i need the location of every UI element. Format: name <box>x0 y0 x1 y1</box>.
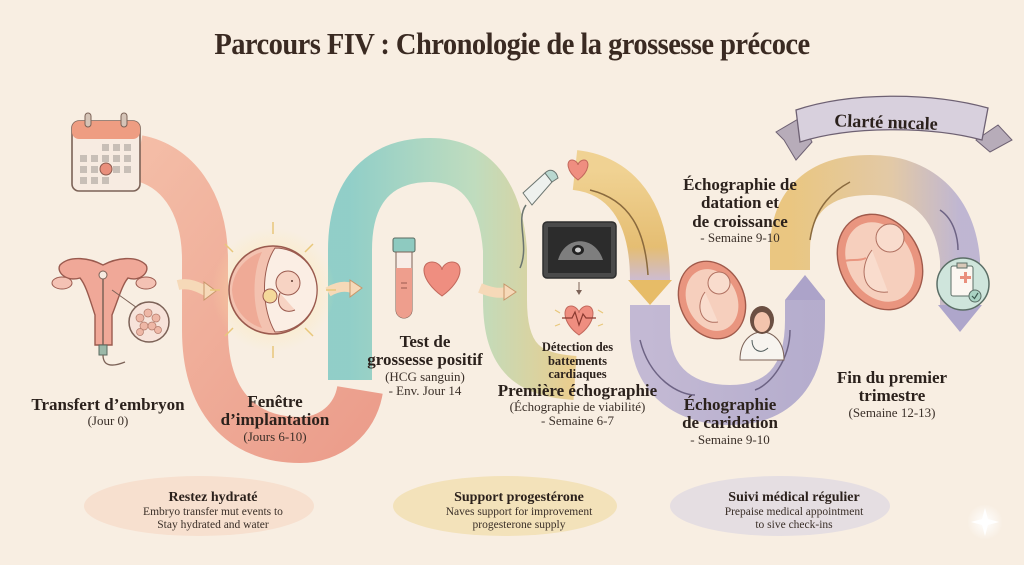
arrow-down-icon <box>628 280 672 305</box>
milestone-detail: - Semaine 6-7 <box>541 412 614 428</box>
arrow-down-icon <box>938 305 982 332</box>
path-segment-arch <box>770 154 980 305</box>
tip-text: Naves support for improvement <box>445 506 593 518</box>
milestone-title: Échographie de <box>683 175 797 194</box>
tip-text: progesterone supply <box>472 519 566 532</box>
path-segment-gold <box>571 150 670 281</box>
implantation-embryo-icon <box>210 222 336 358</box>
milestone-title: de caridation <box>682 413 778 433</box>
calendar-icon <box>71 112 141 192</box>
tip-text: Stay hydrated and water <box>157 519 269 532</box>
ultrasound-probe-icon <box>519 169 559 269</box>
milestone-detail: (HCG sanguin) <box>385 368 465 384</box>
milestone-detail: (Échographie de viabilité) <box>509 398 646 414</box>
fetus-icon <box>836 213 924 311</box>
heartbeat-icon <box>554 305 604 336</box>
tip-text: to sive check-ins <box>755 519 833 532</box>
banner-label: Clarté nucale <box>833 110 939 134</box>
clipboard-check-icon <box>936 257 990 311</box>
banner-ribbon <box>775 95 1013 161</box>
milestone-detail: (Jour 0) <box>87 413 129 429</box>
heartbeat-detection-label: cardiaques <box>548 367 607 381</box>
milestone-detail: - Semaine 9-10 <box>690 431 770 447</box>
milestone-caridation-ultrasound: Échographie de caridation - Semaine 9-10 <box>670 395 790 447</box>
milestone-title: de croissance <box>692 211 788 231</box>
milestone-title: Première échographie <box>497 380 658 400</box>
milestone-title: trimestre <box>858 386 926 406</box>
tip-text: Embryo transfer mut events to <box>143 506 283 518</box>
path-segment-coral <box>132 135 383 464</box>
milestone-title: datation et <box>701 193 779 213</box>
tip-title: Support progestérone <box>454 490 584 505</box>
tip-hydration: Restez hydraté Embryo transfer mut event… <box>104 482 322 540</box>
milestone-title: Test de <box>399 332 451 351</box>
milestone-detail: (Semaine 12-13) <box>848 404 936 420</box>
fetus-icon <box>677 260 747 340</box>
path-segment-teal <box>328 137 577 400</box>
heart-icon <box>567 159 589 181</box>
tip-background <box>393 476 617 536</box>
embryo-cell-icon <box>111 289 170 343</box>
arrow-right-icon <box>176 279 217 301</box>
tip-progesterone: Support progestérone Naves support for i… <box>405 482 633 540</box>
heartbeat-detection-label: Détection des <box>541 340 614 354</box>
milestone-title: Échographie <box>683 395 777 414</box>
blood-test-tube-icon <box>392 237 416 319</box>
milestone-embryo-transfer: Transfert d’embryon (Jour 0) <box>18 395 198 429</box>
milestone-title: Fin du premier <box>836 368 948 387</box>
milestone-title: Fenêtre <box>247 392 303 411</box>
page-title: Parcours FIV : Chronologie de la grosses… <box>214 26 810 61</box>
tip-medical-followup: Suivi médical régulier Prepaise medical … <box>685 482 903 540</box>
milestone-title: d’implantation <box>220 410 330 430</box>
milestone-end-first-trimester: Fin du premier trimestre (Semaine 12-13) <box>822 368 962 420</box>
ultrasound-screen-icon <box>542 221 617 295</box>
heart-icon <box>423 261 461 297</box>
sparkle-icon <box>967 504 1003 540</box>
arrow-up-icon <box>785 275 825 300</box>
tip-text: Prepaise medical appointment <box>724 506 864 518</box>
tip-title: Suivi médical régulier <box>728 490 860 505</box>
tip-title: Restez hydraté <box>168 490 258 505</box>
milestone-detail: - Env. Jour 14 <box>388 382 462 398</box>
arrow-right-icon <box>478 283 517 301</box>
milestone-detail: (Jours 6-10) <box>243 428 307 444</box>
milestone-title: grossesse positif <box>367 350 483 370</box>
uterus-icon <box>51 257 157 366</box>
milestone-first-ultrasound: Détection des battements cardiaques Prem… <box>495 340 660 428</box>
milestone-implantation-window: Fenêtre d’implantation (Jours 6-10) <box>200 392 350 444</box>
tip-background <box>84 476 314 536</box>
milestone-detail: - Semaine 9-10 <box>700 230 780 246</box>
milestone-dating-ultrasound: Échographie de datation et de croissance… <box>665 175 815 246</box>
path-segment-lavender <box>630 300 825 426</box>
milestone-pregnancy-test: Test de grossesse positif (HCG sanguin) … <box>355 332 495 398</box>
milestone-title: Transfert d’embryon <box>31 395 185 414</box>
heartbeat-detection-label: battements <box>547 353 607 368</box>
doctor-icon <box>739 306 785 361</box>
tip-background <box>670 476 890 536</box>
